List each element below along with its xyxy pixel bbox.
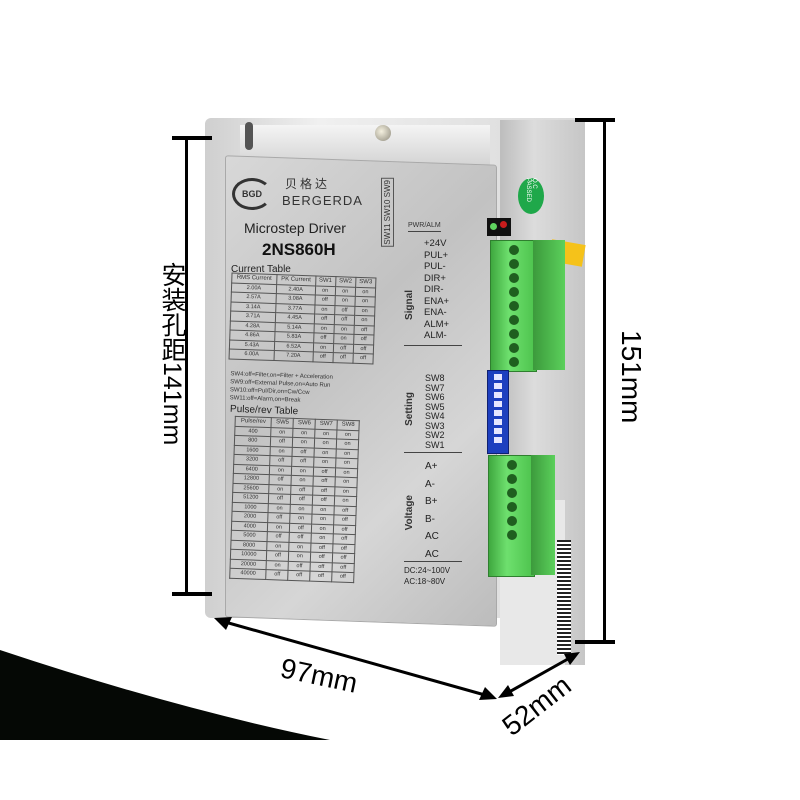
pin-label: ALM+ [424,318,450,330]
dim-tick-bottom-right [575,640,615,644]
pin-label: DIR- [424,284,444,295]
pin-label: SW6 [425,392,445,402]
pin-label: AC [425,548,439,560]
dip-switch-key[interactable] [494,392,502,398]
dim-tick-top-right [575,118,615,122]
pin-label: DIR+ [424,272,446,284]
pin-label: B- [425,513,435,525]
product-name: Microstep Driver [244,220,346,236]
height-dimension-label: 151mm [616,330,647,424]
pin-label: SW5 [425,401,445,412]
screw-terminal-hole[interactable] [508,343,519,353]
dip-switch-key[interactable] [494,419,502,425]
dc-spec: DC:24~100V [404,566,451,575]
signal-terminal-plug[interactable] [533,240,565,370]
pin-label: ALM- [424,330,447,341]
dim-tick-top-left [172,136,212,140]
pin-label: B+ [425,496,438,507]
dip-switch[interactable] [487,370,509,454]
pin-label: SW3 [425,420,445,431]
power-led-icon [490,223,497,230]
voltage-pin-list: A+ A- B+ B- AC AC [425,458,439,563]
divider [404,345,462,346]
height-dimension-line [603,122,606,640]
pin-label: SW4 [425,411,445,421]
pin-label: SW8 [425,373,445,383]
power-terminal-plug[interactable] [531,455,555,575]
dim-tick-bottom-left [172,592,212,596]
dip-switch-key[interactable] [494,410,502,416]
divider [404,561,462,562]
mounting-slot [245,122,253,150]
mount-hole-dimension-label: 安装孔距141mm [158,262,186,446]
pin-label: +24V [424,238,447,249]
brand-name-cn: 贝格达 [285,177,331,191]
pin-label: A- [425,478,435,490]
screw-terminal-hole[interactable] [506,516,517,526]
pin-label: PUL+ [424,249,449,261]
brand-name-en: BERGERDA [282,193,363,208]
dip-switch-key[interactable] [494,383,502,389]
screw-terminal-hole[interactable] [506,530,517,540]
model-number: 2NS860H [262,240,336,259]
screw-terminal-hole[interactable] [506,474,517,484]
screw-terminal-hole[interactable] [508,273,519,283]
screw-terminal-hole[interactable] [508,301,519,311]
signal-terminal-block[interactable] [490,240,537,372]
ac-spec: AC:18~80V [404,577,446,586]
divider [404,452,462,453]
dip-switch-key[interactable] [494,428,502,434]
pin-label: AC [425,531,439,542]
power-terminal-block[interactable] [488,455,535,577]
pin-label: SW2 [425,430,445,440]
dip-switch-key[interactable] [494,437,502,443]
floor-shadow-curve [0,650,800,800]
pin-label: SW1 [425,439,445,450]
pin-label: ENA+ [424,295,450,307]
pin-label: PUL- [424,261,446,272]
screw-terminal-hole[interactable] [506,488,517,498]
screw-terminal-hole[interactable] [508,357,519,367]
current-table-title: Current Table [231,264,291,275]
screw-terminal-hole[interactable] [508,287,519,297]
alarm-led-icon [500,221,507,228]
brand-logo: BGD [232,178,272,210]
screw-terminal-hole[interactable] [508,315,519,325]
dip-switch-key[interactable] [494,374,502,380]
screw-icon [375,125,391,141]
pin-label: SW7 [425,382,445,393]
screw-terminal-hole[interactable] [508,245,519,255]
qc-passed-sticker: Q.C PASSED [518,178,544,214]
mount-hole-dimension-line [185,140,188,592]
pwr-alm-label: PWR/ALM [408,222,441,232]
screw-terminal-hole[interactable] [506,502,517,512]
screw-terminal-hole[interactable] [508,329,519,339]
barcode-label [557,540,571,655]
pin-label: A+ [425,461,438,472]
voltage-spec: DC:24~100V AC:18~80V [404,565,450,587]
dip-switch-key[interactable] [494,401,502,407]
screw-terminal-hole[interactable] [508,259,519,269]
pin-label: ENA- [424,307,447,318]
screw-terminal-hole[interactable] [506,460,517,470]
